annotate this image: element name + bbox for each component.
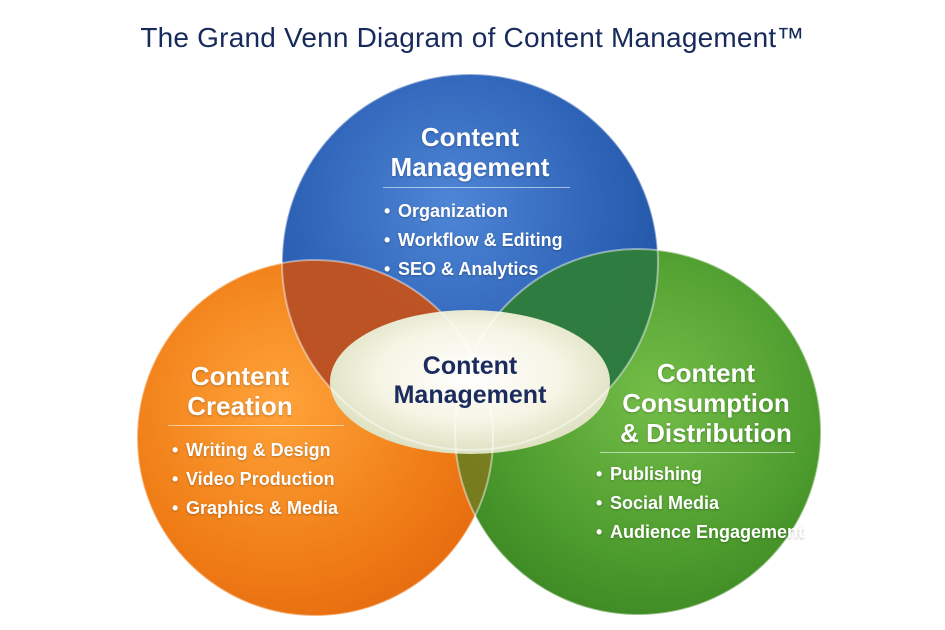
list-item: Graphics & Media <box>172 494 338 523</box>
circle-left-outline <box>136 259 494 617</box>
right-heading-line2: Consumption <box>622 388 790 418</box>
circle-right-outline <box>454 248 822 616</box>
center-label: Content Management <box>360 352 580 410</box>
center-label-line2: Management <box>393 381 547 409</box>
left-circle-heading: Content Creation <box>150 361 330 421</box>
top-circle-heading: Content Management <box>360 122 580 182</box>
center-highlight <box>330 310 610 454</box>
top-heading-line1: Content <box>420 122 520 152</box>
list-item: Organization <box>384 197 563 226</box>
list-item: Writing & Design <box>172 436 338 465</box>
list-item: Social Media <box>596 489 804 518</box>
left-heading-line2: Creation <box>187 391 293 421</box>
list-item: SEO & Analytics <box>384 255 563 284</box>
right-heading-line1: Content <box>656 358 756 388</box>
center-label-line1: Content <box>422 352 518 380</box>
right-circle-items: Publishing Social Media Audience Engagem… <box>596 460 804 547</box>
top-heading-rule <box>383 187 570 188</box>
right-heading-rule <box>600 452 795 453</box>
left-circle-items: Writing & Design Video Production Graphi… <box>172 436 338 523</box>
list-item: Video Production <box>172 465 338 494</box>
top-heading-line2: Management <box>390 152 550 182</box>
list-item: Audience Engagement <box>596 518 804 547</box>
left-heading-line1: Content <box>190 361 290 391</box>
left-heading-rule <box>168 425 344 426</box>
list-item: Workflow & Editing <box>384 226 563 255</box>
right-circle-heading: Content Consumption & Distribution <box>596 358 816 448</box>
page-title: The Grand Venn Diagram of Content Manage… <box>140 22 805 53</box>
list-item: Publishing <box>596 460 804 489</box>
top-circle-items: Organization Workflow & Editing SEO & An… <box>384 197 563 284</box>
circle-top-outline <box>281 73 659 451</box>
right-heading-line3: & Distribution <box>620 418 792 448</box>
